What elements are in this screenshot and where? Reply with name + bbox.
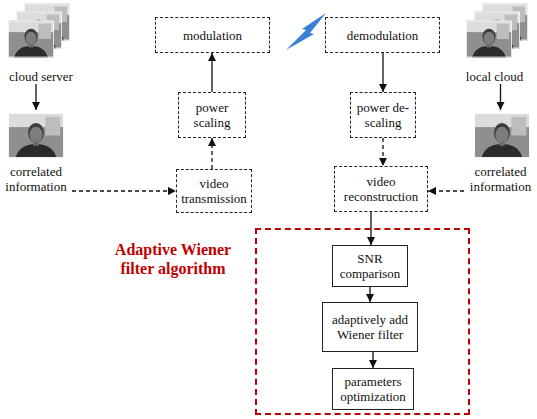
image-node: correlated information: [0, 110, 72, 194]
flow-arrow: [500, 84, 501, 110]
photo: [8, 113, 64, 158]
flow-arrow: [372, 352, 373, 368]
image-caption: correlated information: [0, 164, 72, 194]
dashed-arrow: [211, 138, 212, 169]
flow-arrow: [369, 287, 370, 302]
process-box: adaptively add Wiener filter: [322, 302, 418, 352]
box-label: power scaling: [182, 100, 242, 130]
image-caption: correlated information: [464, 164, 537, 194]
image-caption: local cloud: [466, 69, 523, 84]
dashed-arrow: [72, 190, 176, 191]
image-caption: cloud server: [9, 69, 73, 84]
dashed-arrow: [428, 190, 464, 191]
photo-stack: [8, 4, 70, 58]
box-label: parameters optimization: [336, 374, 410, 404]
box-label: modulation: [183, 28, 242, 43]
box-label: power de-scaling: [354, 100, 412, 130]
box-label: video transmission: [180, 176, 248, 206]
process-box: video transmission: [176, 169, 252, 213]
box-label: SNR comparison: [336, 251, 404, 281]
region-heading: Adaptive Wiener filter algorithm: [97, 240, 249, 278]
process-box: power scaling: [178, 92, 246, 138]
image-node: local cloud: [452, 0, 537, 84]
flow-arrow: [382, 53, 383, 92]
process-box: SNR comparison: [332, 245, 408, 287]
process-box: demodulation: [325, 17, 440, 53]
flow-arrow: [211, 53, 212, 92]
flow-arrow: [35, 84, 36, 110]
box-label: adaptively add Wiener filter: [326, 312, 414, 342]
process-box: modulation: [155, 17, 270, 53]
image-node: correlated information: [464, 110, 537, 194]
algorithm-region: Adaptive Wiener filter algorithmSNR comp…: [255, 228, 470, 415]
process-box: power de-scaling: [350, 92, 416, 138]
image-node: cloud server: [0, 0, 82, 84]
box-label: demodulation: [347, 28, 419, 43]
wireless-bolt: [286, 13, 326, 50]
process-box: parameters optimization: [332, 368, 414, 410]
photo-stack: [466, 4, 528, 58]
process-box: video reconstruction: [334, 166, 428, 212]
photo: [474, 113, 530, 158]
dashed-arrow: [382, 138, 383, 166]
box-label: video reconstruction: [338, 174, 424, 204]
